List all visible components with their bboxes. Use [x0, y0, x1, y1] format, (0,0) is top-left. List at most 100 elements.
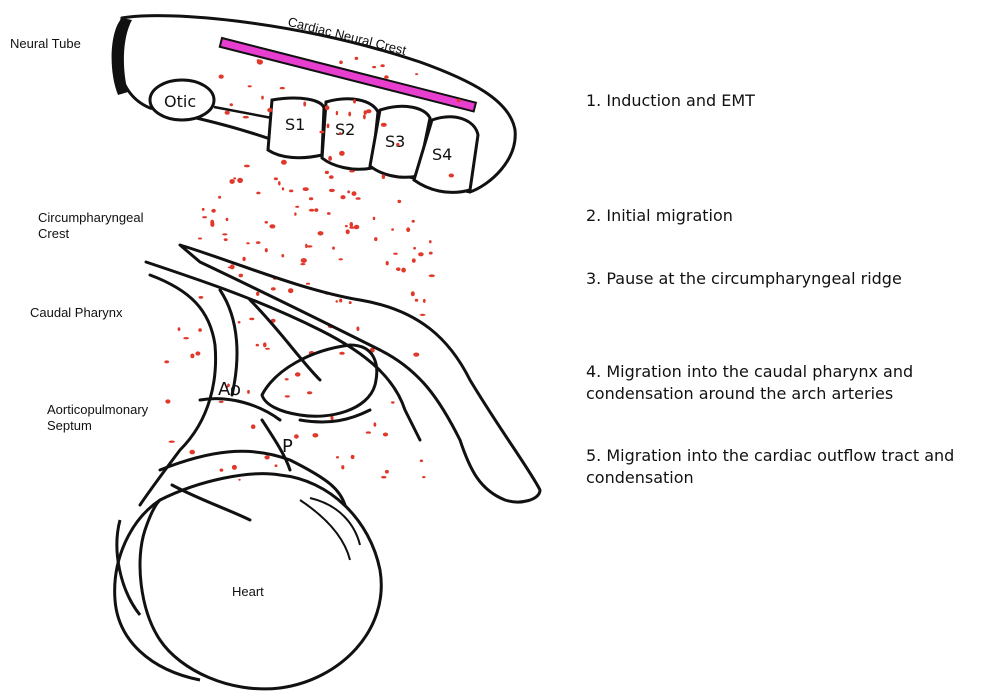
neural-crest-cell	[340, 195, 345, 199]
neural-crest-cell	[303, 187, 309, 191]
neural-crest-cell	[202, 208, 205, 211]
circumpharyngeal-crest-label: Circumpharyngeal Crest	[38, 210, 144, 242]
neural-crest-cell	[354, 225, 359, 230]
neural-crest-cell	[226, 218, 229, 221]
neural-crest-cell	[350, 222, 354, 227]
neural-crest-cell	[295, 372, 301, 376]
neural-crest-cell	[429, 240, 432, 243]
otic-label: Otic	[164, 92, 196, 111]
neural-crest-cell	[256, 241, 261, 244]
neural-crest-cell	[449, 174, 454, 178]
neural-crest-cell	[397, 200, 401, 203]
neural-crest-cell	[225, 111, 230, 115]
neural-crest-cell	[307, 391, 312, 394]
somite-s1: S1	[268, 98, 324, 158]
neural-crest-cell	[420, 314, 426, 316]
neural-crest-cell	[457, 99, 461, 103]
neural-crest-cell	[329, 175, 334, 179]
aorta-label: Ao	[218, 379, 241, 400]
neural-crest-cell	[363, 114, 366, 119]
neural-crest-cell	[339, 132, 342, 135]
neural-crest-cell	[233, 177, 236, 179]
neural-crest-cell	[242, 257, 245, 261]
neural-crest-cell	[411, 291, 415, 296]
neural-crest-cell	[349, 226, 355, 228]
heart-label: Heart	[232, 584, 264, 600]
neural-crest-cell	[374, 422, 377, 426]
aorticopulmonary-septum-label-line2: Septum	[47, 418, 148, 434]
neural-crest-cell	[366, 109, 371, 113]
neural-crest-cell	[218, 196, 221, 199]
neural-crest-cell	[294, 434, 299, 438]
neural-crest-cell	[332, 247, 335, 250]
neural-crest-cell	[336, 111, 338, 115]
neural-crest-cell	[415, 299, 419, 302]
neural-crest-cell	[305, 244, 307, 249]
neural-crest-cell	[356, 197, 361, 200]
neural-crest-cell	[318, 231, 324, 235]
neural-crest-cell	[289, 190, 293, 193]
neural-crest-cell	[282, 187, 284, 190]
circumpharyngeal-crest-label-line1: Circumpharyngeal	[38, 210, 144, 226]
neural-crest-cell	[219, 75, 224, 79]
neural-crest-cell	[247, 390, 250, 394]
neural-crest-cell	[325, 171, 329, 174]
neural-crest-cell	[422, 476, 425, 478]
neural-crest-cell	[374, 237, 377, 241]
neural-crest-cell	[415, 73, 418, 75]
neural-crest-cell	[339, 299, 342, 303]
neural-crest-cell	[261, 96, 264, 100]
neural-crest-cell	[355, 57, 359, 60]
neural-crest-cell	[237, 178, 243, 183]
neural-crest-cell	[339, 151, 345, 156]
neural-crest-cell	[271, 287, 276, 290]
aorticopulmonary-septum-label: Aorticopulmonary Septum	[47, 402, 148, 434]
neural-crest-cell	[265, 348, 270, 350]
neural-crest-cell	[396, 267, 401, 271]
somite-s3-label: S3	[385, 132, 405, 151]
neural-crest-cell	[222, 233, 227, 235]
neural-crest-cell	[429, 274, 435, 277]
neural-crest-cell	[256, 192, 260, 195]
neural-crest-cell	[243, 116, 249, 119]
neural-crest-cell	[257, 59, 260, 61]
neural-crest-cell	[281, 160, 287, 165]
somite-s1-label: S1	[285, 115, 305, 134]
neural-crest-cell	[169, 441, 175, 443]
neural-crest-cell	[339, 258, 343, 260]
neural-crest-cell	[339, 61, 343, 65]
step-2: 2. Initial migration	[586, 205, 986, 227]
neural-crest-cell	[312, 433, 318, 437]
neural-crest-cell	[278, 181, 281, 185]
pulmonary-label: P	[282, 436, 293, 457]
neural-crest-cell	[420, 460, 423, 463]
step-5: 5. Migration into the cardiac outflow tr…	[586, 445, 991, 489]
neural-crest-cell	[373, 217, 376, 221]
neural-crest-cell	[301, 258, 307, 263]
neural-crest-cell	[413, 247, 416, 250]
caudal-pharynx-label: Caudal Pharynx	[30, 305, 123, 321]
neural-crest-cell	[381, 476, 386, 479]
neural-crest-cell	[423, 299, 426, 303]
neural-crest-cell	[232, 465, 237, 470]
neural-crest-cell	[327, 212, 331, 215]
neural-crest-cell	[285, 378, 289, 380]
neural-crest-cell	[183, 337, 189, 339]
somite-s4-label: S4	[432, 145, 452, 164]
neural-crest-cell	[382, 174, 385, 179]
neural-crest-cell	[380, 64, 384, 67]
neural-crest-cell	[319, 131, 324, 134]
neural-crest-cell	[275, 464, 278, 467]
neural-crest-cell	[327, 124, 330, 129]
neural-crest-cell	[349, 170, 355, 172]
neural-crest-cell	[190, 354, 194, 359]
neural-crest-cell	[329, 189, 335, 192]
neural-crest-cell	[274, 177, 278, 180]
neural-crest-cell	[224, 238, 228, 241]
neural-crest-cell	[280, 87, 285, 89]
circumpharyngeal-crest-label-line2: Crest	[38, 226, 144, 242]
neural-crest-cell	[178, 327, 181, 331]
neural-crest-cell	[347, 190, 350, 193]
neural-crest-cell	[249, 318, 254, 321]
